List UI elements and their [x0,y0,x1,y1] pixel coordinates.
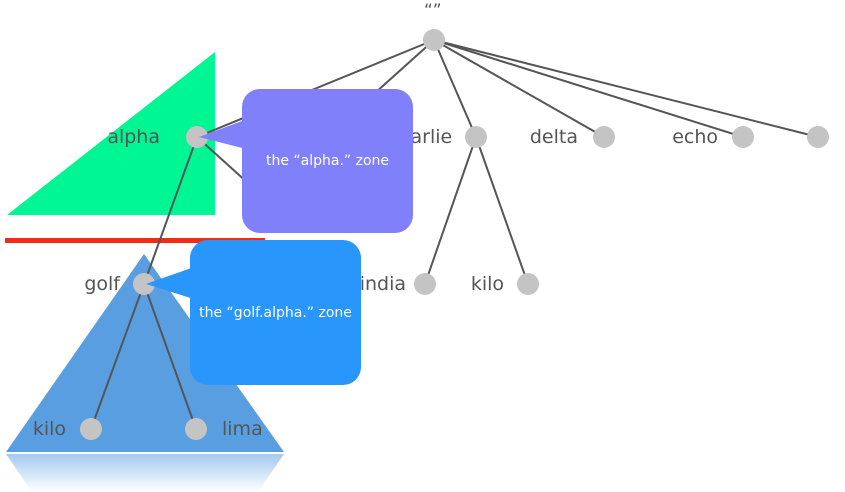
node-charlie [465,126,487,148]
node-echo [732,126,754,148]
node-label-golf: golf [84,273,120,295]
edge-root-f [433,39,819,138]
node-kilo-right [517,273,539,295]
edge-golf-kilo [90,283,145,430]
edge-root-charlie [433,39,477,138]
golf-zone-callout: the “golf.alpha.” zone [190,240,361,385]
alpha-zone-callout: the “alpha.” zone [242,89,413,233]
alpha-zone-triangle [7,52,215,215]
node-label-lima: lima [222,418,263,440]
golf-callout-pointer [146,266,197,300]
edge-charlie-kilo [475,136,529,285]
node-delta [593,126,615,148]
node-kilo-left [80,418,102,440]
edge-root-alpha [196,39,435,138]
node-label-delta: delta [529,126,578,148]
golf-zone-reflection [6,454,284,492]
edge-root-echo [433,39,744,138]
node-label-kilo-left: kilo [32,418,66,440]
node-label-india: india [359,273,406,295]
root-label: “” [424,1,442,21]
node-label-alpha: alpha [107,126,160,148]
edge-charlie-india [424,136,477,285]
node-far-right [807,126,829,148]
golf-zone-triangle [6,254,284,452]
tree-nodes [80,29,829,440]
node-golf [133,273,155,295]
node-alpha [186,126,208,148]
alpha-callout-pointer [199,118,250,150]
node-lima [185,418,207,440]
zone-divider-line [5,238,265,243]
edge-golf-lima [143,283,197,430]
node-root [423,29,445,51]
edge-root-delta [433,39,605,138]
node-label-kilo-right: kilo [470,273,504,295]
node-india [414,273,436,295]
edge-alpha-golf [143,136,198,285]
node-label-echo: echo [672,126,718,148]
